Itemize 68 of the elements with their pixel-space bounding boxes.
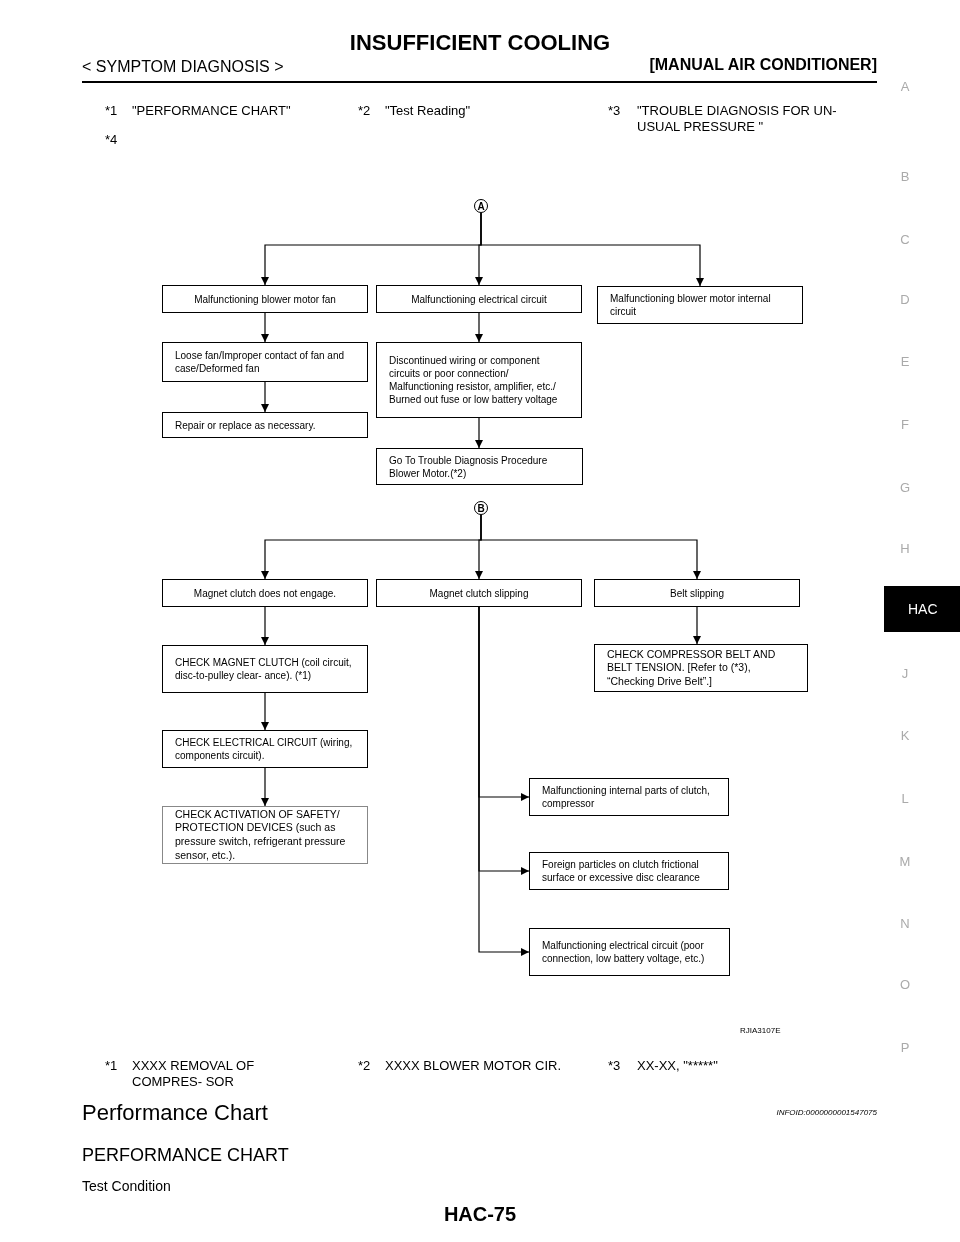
section-index: D — [899, 292, 911, 307]
section-label: [MANUAL AIR CONDITIONER] — [648, 56, 877, 74]
connector-circle: A — [474, 199, 488, 213]
page-title: INSUFFICIENT COOLING — [348, 30, 612, 56]
process-box: Malfunctioning electrical circuit — [376, 285, 582, 313]
section-index: G — [898, 480, 912, 495]
section-heading: Performance Chart — [82, 1100, 269, 1126]
section-index: C — [899, 232, 911, 247]
footnote-text: XXXX BLOWER MOTOR CIR. — [385, 1058, 562, 1074]
section-tab: HAC — [884, 586, 960, 632]
section-index: L — [900, 791, 910, 806]
process-box: CHECK COMPRESSOR BELT AND BELT TENSION. [Refer to (*3), “Checking Drive Belt”.] — [594, 644, 808, 692]
section-index: M — [898, 854, 912, 869]
arrow — [261, 606, 269, 646]
process-box: CHECK ACTIVATION OF SAFETY/ PROTECTION DEVICES (such as pressure switch, refrigerant pressure sensor, etc.). — [162, 806, 368, 864]
process-box: Magnet clutch slipping — [376, 579, 582, 607]
footnote-marker: *2 — [358, 103, 372, 119]
footnote-marker: *3 — [608, 1058, 622, 1074]
process-box: CHECK ELECTRICAL CIRCUIT (wiring, components circuit). — [162, 730, 368, 768]
section-index: F — [900, 417, 910, 432]
footnote-text: "Test Reading" — [385, 103, 472, 119]
arrow — [480, 212, 704, 287]
connector-circle: B — [474, 501, 488, 515]
figure-code: RJIA3107E — [740, 1026, 782, 1035]
footnote-marker: *4 — [105, 132, 119, 148]
footnote-marker: *2 — [358, 1058, 372, 1074]
process-box: Malfunctioning blower motor fan — [162, 285, 368, 313]
arrow — [261, 381, 269, 413]
process-box: Belt slipping — [594, 579, 800, 607]
subsection-heading: PERFORMANCE CHART — [82, 1145, 290, 1166]
process-box: Foreign particles on clutch frictional surface or excessive disc clearance — [529, 852, 729, 890]
section-index: P — [899, 1040, 911, 1055]
process-box: Go To Trouble Diagnosis Procedure Blower Motor.(*2) — [376, 448, 583, 485]
section-index: J — [900, 666, 910, 681]
footnote-text: XX-XX, "*****" — [637, 1058, 719, 1074]
section-index: K — [899, 728, 911, 743]
page-number: HAC-75 — [442, 1203, 518, 1226]
arrow — [475, 417, 483, 449]
section-label: < SYMPTOM DIAGNOSIS > — [82, 58, 285, 76]
process-box: Discontinued wiring or component circuits or poor connection/ Malfunctioning resistor, amplifier, etc./ Burned out fuse or low battery voltage — [376, 342, 582, 418]
process-box: Magnet clutch does not engage. — [162, 579, 368, 607]
footnote-marker: *1 — [105, 103, 119, 119]
section-index: O — [898, 977, 912, 992]
process-box: Malfunctioning internal parts of clutch, compressor — [529, 778, 729, 816]
process-box: Malfunctioning electrical circuit (poor connection, low battery voltage, etc.) — [529, 928, 730, 976]
arrow — [478, 606, 530, 956]
section-index: B — [899, 169, 911, 184]
body-text: Test Condition — [82, 1178, 172, 1194]
info-id: INFOID:0000000001547075 — [775, 1108, 877, 1117]
footnote-marker: *1 — [105, 1058, 119, 1074]
process-box: Loose fan/Improper contact of fan and case/Deformed fan — [162, 342, 368, 382]
process-box: CHECK MAGNET CLUTCH (coil circuit, disc-to-pulley clear- ance). (*1) — [162, 645, 368, 693]
section-index: E — [899, 354, 911, 369]
process-box: Malfunctioning blower motor internal circuit — [597, 286, 803, 324]
section-index: N — [899, 916, 911, 931]
footnote-text: "TROUBLE DIAGNOSIS FOR UN- USUAL PRESSURE " — [637, 103, 838, 135]
arrow — [480, 514, 701, 580]
arrow — [261, 312, 269, 343]
footnote-marker: *3 — [608, 103, 622, 119]
footnote-text: "PERFORMANCE CHART" — [132, 103, 292, 119]
arrow — [261, 692, 269, 731]
arrow — [261, 767, 269, 807]
process-box: Repair or replace as necessary. — [162, 412, 368, 438]
arrow — [693, 606, 701, 645]
section-index: A — [899, 79, 911, 94]
footnote-text: XXXX REMOVAL OF COMPRES- SOR — [132, 1058, 256, 1090]
arrow — [475, 312, 483, 343]
section-index: H — [899, 541, 911, 556]
